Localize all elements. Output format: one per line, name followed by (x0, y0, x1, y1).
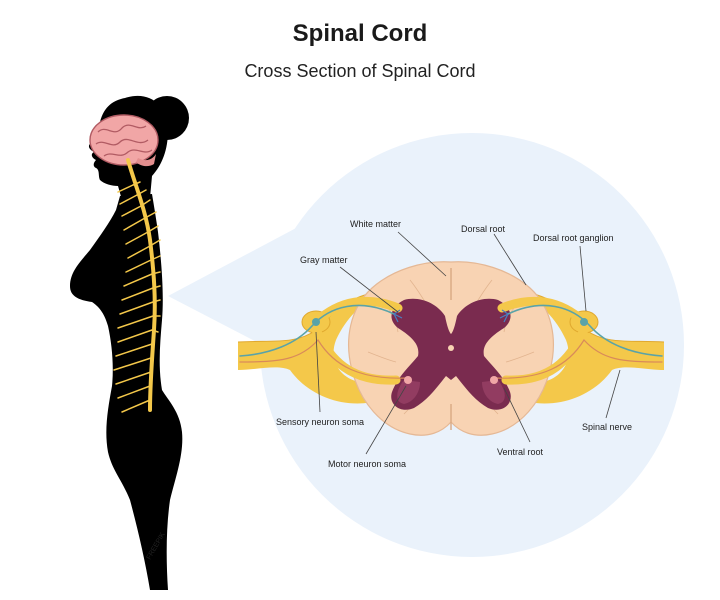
motor-neuron-soma-right (490, 376, 498, 384)
spinal-nerves (113, 181, 161, 413)
diagram-title: Spinal Cord (292, 20, 428, 47)
label-dorsal-root-ganglion: Dorsal root ganglion (533, 233, 614, 243)
dorsal-root-right (497, 296, 589, 327)
diagram-subtitle: Cross Section of Spinal Cord (244, 61, 476, 81)
motor-fibers (239, 339, 663, 379)
label-white-matter: White matter (350, 219, 401, 229)
sensory-fibers (239, 304, 663, 357)
motor-neuron-soma-left (404, 376, 412, 384)
leader-lines (315, 231, 621, 455)
label-motor-neuron-soma: Motor neuron soma (328, 459, 406, 469)
label-sensory-neuron-soma: Sensory neuron soma (276, 417, 364, 427)
label-gray-matter: Gray matter (300, 255, 348, 265)
spinal-cord (126, 158, 157, 412)
sensory-neuron-soma-left (312, 318, 320, 326)
gray-matter-horn-highlight (482, 380, 505, 404)
sensory-neuron-soma-right (580, 318, 588, 326)
gray-matter (391, 298, 511, 410)
label-ventral-root: Ventral root (497, 447, 544, 457)
central-canal (448, 345, 454, 351)
label-dorsal-root: Dorsal root (461, 224, 506, 234)
brain (89, 114, 159, 167)
gray-matter-horn-highlight (397, 380, 420, 404)
dendrite-endings (393, 309, 509, 323)
ventral-root-left (311, 325, 401, 385)
label-spinal-nerve: Spinal nerve (582, 422, 632, 432)
